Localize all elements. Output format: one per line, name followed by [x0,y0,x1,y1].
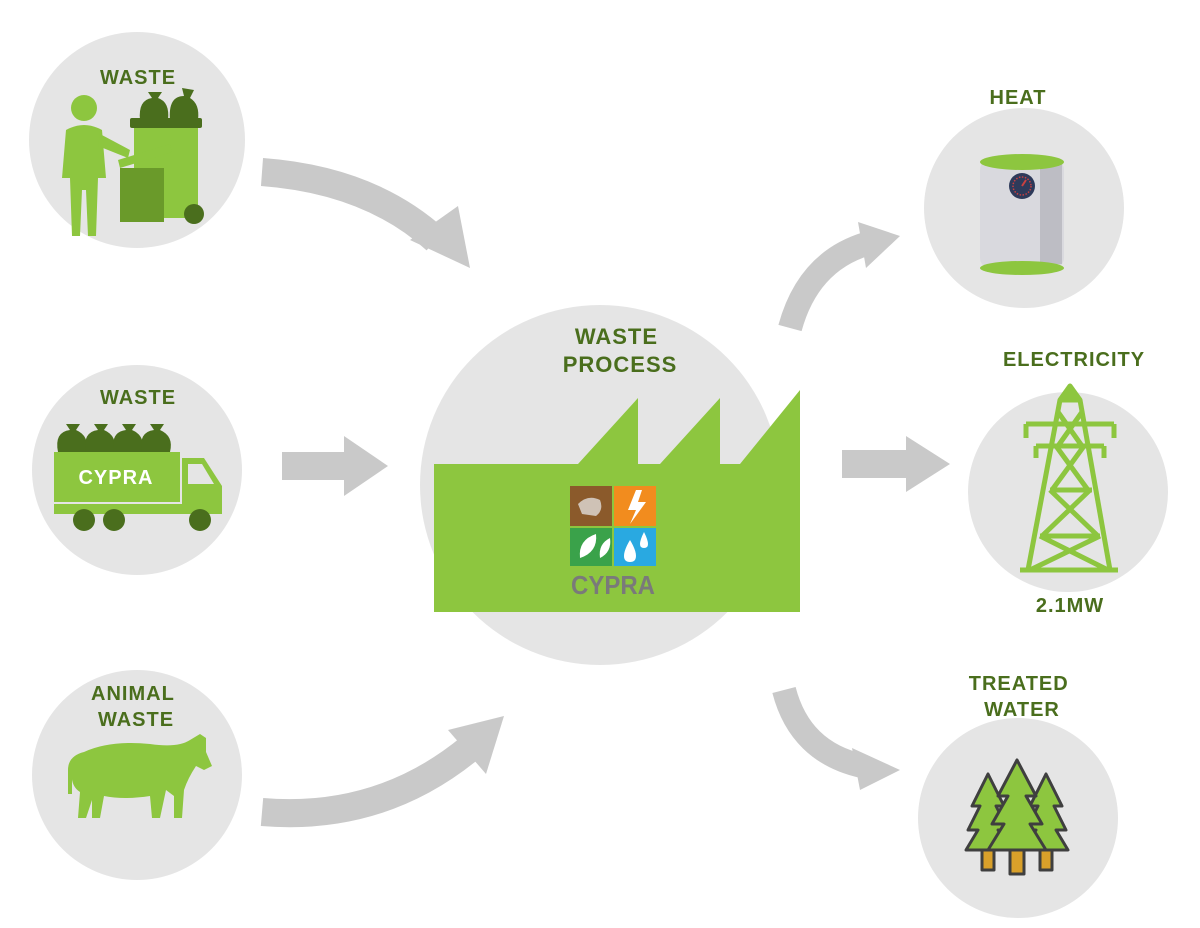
garbage-truck-icon [54,424,222,531]
electricity-value: 2.1MW [1036,595,1104,617]
cow-icon [68,734,212,818]
arrow-process-to-heat [778,222,900,332]
cypra-logo: CYPRA [570,486,656,600]
treated-water-label-line: WATER [984,699,1060,721]
water-heater-icon [980,154,1064,275]
process-label-line: PROCESS [563,352,678,377]
electricity-label: ELECTRICITY [1003,349,1145,371]
treated-water-label: TREATED WATER [969,673,1076,721]
power-pylon-icon [1020,383,1118,573]
truck-text: CYPRA [78,467,153,489]
arrow-process-to-electricity [842,436,950,492]
process-label: WASTE PROCESS [563,324,678,377]
heat-label: HEAT [990,87,1047,109]
animal-waste-label-line: ANIMAL [91,683,174,705]
process-label-line: WASTE [575,324,658,349]
arrow-truck-to-process [282,436,388,496]
animal-waste-label-line: WASTE [98,709,174,731]
household-waste-label: WASTE [100,67,176,89]
arrow-household-to-process [260,158,470,268]
arrow-animal-to-process [260,716,504,828]
cypra-logo-text: CYPRA [571,570,655,600]
flow-arrows [260,158,950,828]
truck-waste-label: WASTE [100,387,176,409]
animal-waste-label: ANIMAL WASTE [91,683,181,731]
arrow-process-to-treated-water [772,686,900,790]
person-with-bins-icon [62,88,204,236]
trees-icon [964,758,1070,876]
treated-water-label-line: TREATED [969,673,1069,695]
